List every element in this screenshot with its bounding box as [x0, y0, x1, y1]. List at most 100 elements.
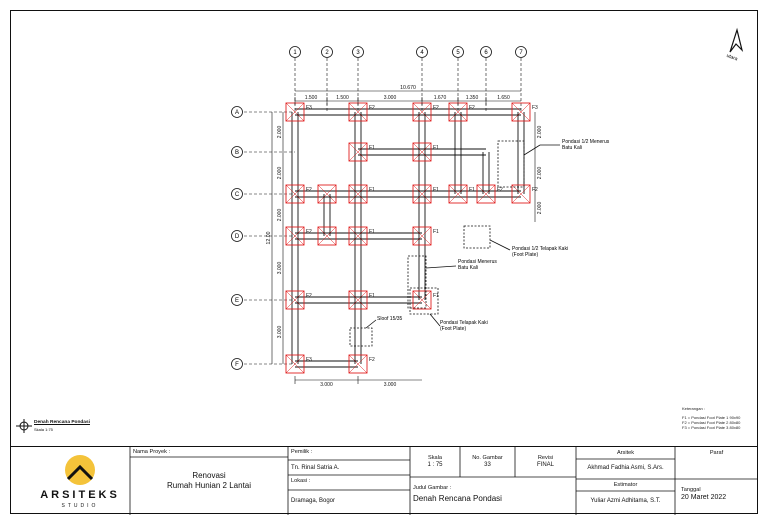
grid-label-h-B: B	[235, 150, 239, 156]
logo-sub: STUDIO	[61, 503, 99, 509]
grid-bubble-h-E	[231, 294, 243, 306]
plan-caption-scale: Skala 1:75	[34, 427, 53, 432]
footing-diag	[448, 184, 468, 204]
grid-label-h-D: D	[235, 234, 240, 240]
scale-label: Skala	[428, 455, 442, 461]
title-block-grid	[129, 447, 758, 515]
dim-bottom-seg: 3.000	[384, 382, 397, 388]
legend-title: Keterangan :	[682, 406, 705, 411]
footing-outline	[511, 184, 531, 204]
footing-diag	[412, 290, 432, 310]
footing-diag	[511, 184, 531, 204]
footing-outline	[348, 290, 368, 310]
footing-label: F2	[369, 357, 375, 363]
footing-pad	[317, 226, 337, 246]
grid-label-h-E: E	[235, 298, 239, 304]
dim-right-seg: 2.000	[537, 167, 543, 180]
grid-label-h-C: C	[235, 192, 240, 198]
label-sloof: Sloof 15/35	[377, 316, 403, 322]
date-value: 20 Maret 2022	[681, 494, 727, 501]
grid-bubble-h-D	[231, 230, 243, 242]
legend-item-f3: F3 = Pondasi Foot Plate 3 80x80	[682, 425, 741, 430]
dim-left-seg: 3.000	[277, 326, 283, 339]
footing-F3: F3	[511, 102, 538, 122]
footing-label: F2	[497, 187, 503, 193]
callout-menerus	[407, 255, 457, 309]
label-pondasi-half-telapak: Pondasi 1/2 Telapak Kaki(Foot Plate)	[512, 246, 568, 258]
grid-bubble-v-5	[452, 46, 464, 58]
footing-diag	[348, 290, 368, 310]
footing-F2: F2	[348, 354, 375, 374]
footing-diag	[348, 184, 368, 204]
footing-diag	[285, 184, 305, 204]
revision-value: FINAL	[536, 462, 554, 468]
footing-outline	[317, 184, 337, 204]
footing-diag	[348, 102, 368, 122]
grid-label-v-5: 5	[456, 50, 460, 56]
footing-label: F2	[369, 105, 375, 111]
drawing-no-label: No. Gambar	[472, 455, 503, 461]
footing-diag	[412, 184, 432, 204]
grid-bubble-v-1	[289, 46, 301, 58]
dim-bottom-seg: 3.000	[320, 382, 333, 388]
footing-F2: F2	[285, 290, 312, 310]
scale-value: 1 : 75	[427, 462, 443, 468]
footing-F2: F2	[285, 226, 312, 246]
footing-diag	[511, 102, 531, 122]
footing-diag	[285, 290, 305, 310]
footing-diag	[348, 226, 368, 246]
estimator-label: Estimator	[613, 482, 638, 488]
footing-label: F3	[306, 105, 312, 111]
footing-F1: F1	[412, 290, 439, 310]
footing-F1: F1	[348, 184, 375, 204]
footing-outline	[412, 184, 432, 204]
footing-outline	[285, 184, 305, 204]
footing-label: F1	[433, 187, 439, 193]
footing-F2: F2	[412, 102, 439, 122]
footing-label: F1	[433, 293, 439, 299]
grid-bubble-h-F	[231, 358, 243, 370]
footing-F2: F2	[348, 102, 375, 122]
owner-label: Pemilik :	[291, 449, 313, 455]
footing-outline	[476, 184, 496, 204]
footing-outline	[285, 354, 305, 374]
footing-diag	[285, 226, 305, 246]
grid-label-v-4: 4	[420, 50, 424, 56]
logo-name: ARSITEKS	[40, 489, 120, 501]
footing-diag	[412, 226, 432, 246]
grid-label-h-F: F	[235, 362, 239, 368]
footing-diag	[285, 354, 305, 374]
grid-label-h-A: A	[235, 110, 239, 116]
dim-top-seg: 1.500	[305, 95, 318, 101]
footing-outline	[285, 226, 305, 246]
footing-label: F1	[369, 229, 375, 235]
footing-outline	[317, 226, 337, 246]
section-marker-icon	[16, 419, 32, 433]
footing-F1: F1	[412, 226, 439, 246]
footing-outline	[348, 142, 368, 162]
estimator-value: Yuliar Azmi Adhitama, S.T.	[590, 498, 661, 504]
footing-outline	[511, 102, 531, 122]
callout-half-menerus	[497, 140, 560, 188]
paraf-label: Paraf	[709, 450, 724, 456]
footing-diag	[317, 226, 337, 246]
revision-label: Revisi	[537, 455, 554, 461]
dim-left-seg: 2.000	[277, 209, 283, 222]
footing-label: F3	[306, 357, 312, 363]
footing-label: F1	[369, 145, 375, 151]
footing-F2: F2	[285, 184, 312, 204]
title-block: ARSITEKS STUDIO Nama Proyek : Renovasi R…	[10, 446, 758, 515]
footing-outline	[285, 290, 305, 310]
footing-label: F2	[306, 293, 312, 299]
footing-F1: F1	[348, 226, 375, 246]
footing-F1: F1	[412, 142, 439, 162]
label-pondasi-telapak: Pondasi Telapak Kaki(Foot Plate)	[440, 320, 488, 332]
footing-label: F1	[469, 187, 475, 193]
footing-outline	[412, 290, 432, 310]
north-label: utara	[726, 53, 739, 63]
location-label: Lokasi :	[291, 478, 311, 484]
footing-outline	[348, 226, 368, 246]
dim-right-seg: 2.000	[537, 126, 543, 139]
